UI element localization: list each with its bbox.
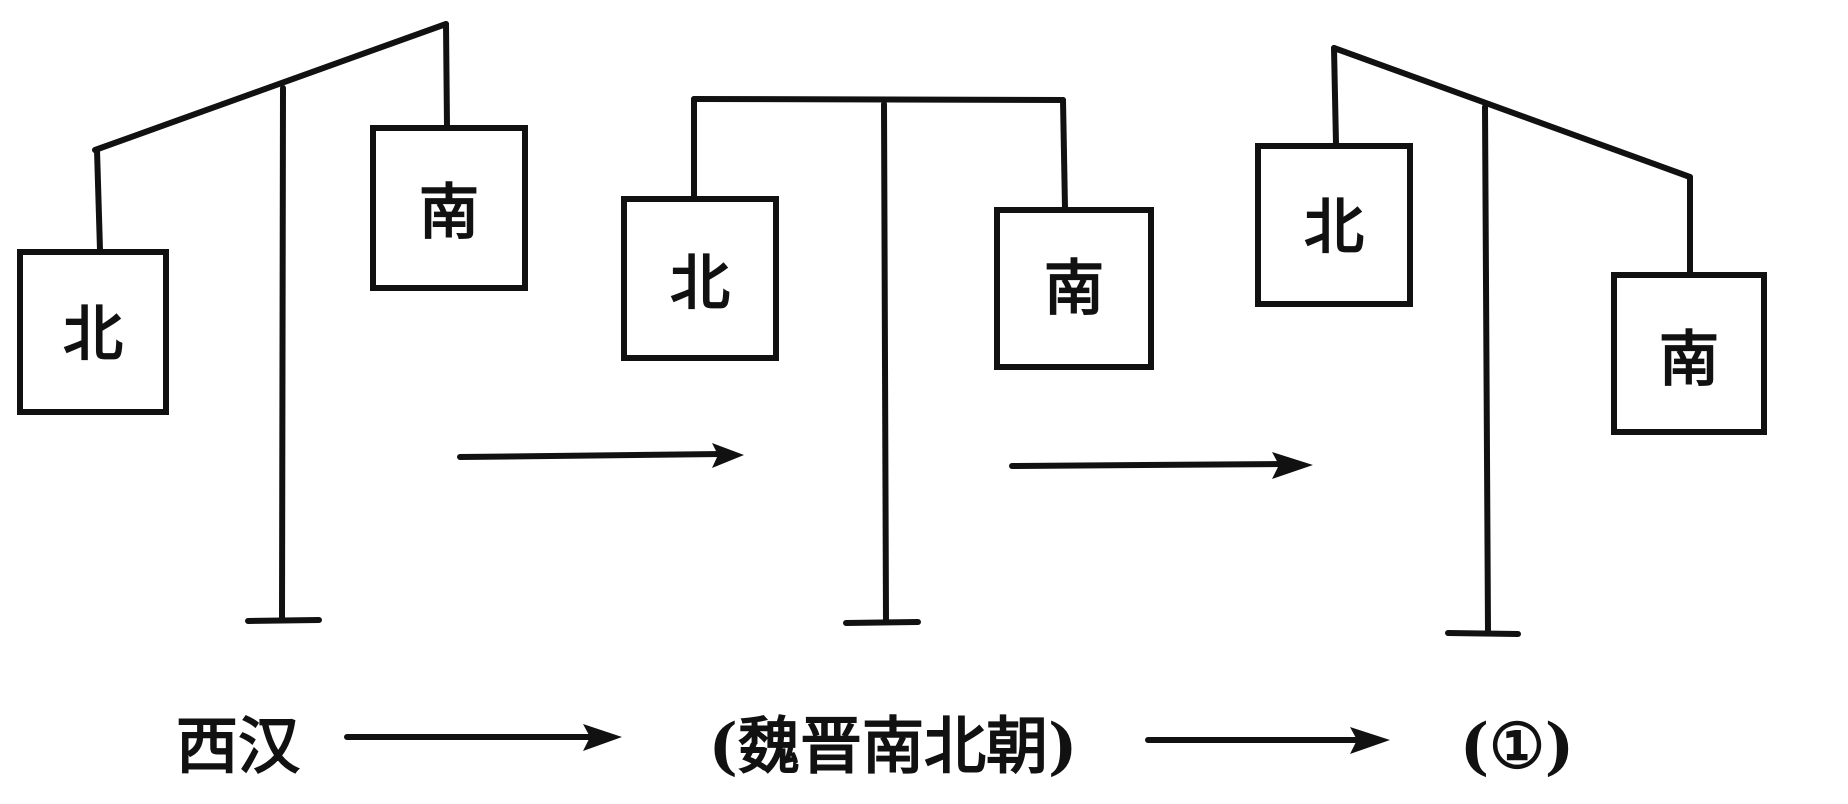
arrow-2	[1009, 452, 1313, 479]
balance-3-base	[1445, 630, 1521, 637]
balance-3-south-box	[1611, 272, 1767, 435]
balance-2-pole	[881, 101, 889, 625]
balance-1-left-hanger	[94, 147, 103, 253]
balance-3-south-label: 南	[1659, 325, 1719, 395]
balance-3-left-hanger	[1331, 45, 1339, 147]
balance-2-right-hanger	[1060, 97, 1068, 211]
balance-1-north-box	[17, 249, 169, 415]
timeline-stage-3: (①)	[1460, 710, 1574, 783]
timeline-arrow-2-head	[1350, 727, 1390, 754]
balance-3-north-box	[1255, 143, 1413, 307]
balance-3-beam	[1331, 45, 1693, 180]
balance-2-beam	[691, 96, 1066, 103]
balance-1-right-hanger	[443, 21, 450, 130]
balance-1-base	[245, 617, 322, 624]
balance-2-base	[843, 619, 921, 626]
balance-1-north-label: 北	[63, 300, 123, 370]
balance-3-north-label: 北	[1304, 193, 1364, 263]
balance-1-south-label: 南	[419, 178, 479, 248]
arrow-1	[457, 443, 744, 468]
arrow-1-head	[712, 443, 744, 468]
arrow-2-shaft	[1009, 461, 1286, 469]
balance-3: 北 南	[1255, 45, 1767, 637]
balance-2-north-label: 北	[670, 249, 730, 319]
arrow-2-head	[1272, 452, 1313, 479]
timeline-arrow-1-head	[583, 724, 622, 751]
timeline: 西汉 (魏晋南北朝) (①)	[176, 710, 1574, 783]
arrow-1-shaft	[457, 451, 725, 460]
balance-1: 北 南	[17, 21, 528, 624]
balance-2-south-label: 南	[1044, 254, 1104, 324]
balance-2: 北 南	[621, 96, 1154, 626]
balance-1-south-box	[370, 125, 528, 291]
timeline-stage-1: 西汉	[176, 710, 301, 783]
timeline-stage-2: (魏晋南北朝)	[709, 710, 1078, 783]
balance-3-pole	[1482, 104, 1491, 635]
balance-1-beam	[92, 21, 449, 153]
balance-1-pole	[279, 85, 286, 623]
balance-2-north-box	[621, 196, 779, 361]
balance-2-south-box	[994, 207, 1154, 370]
